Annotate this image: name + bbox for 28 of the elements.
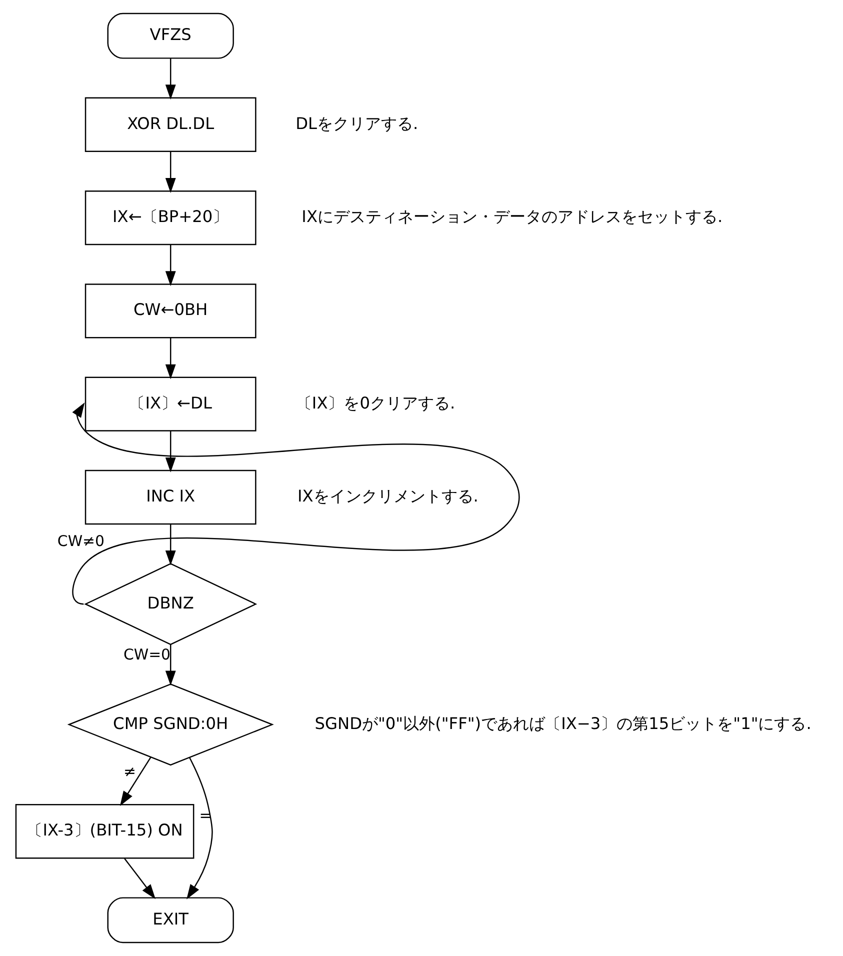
arrow [165, 644, 176, 686]
edge-label: CW=0 [123, 646, 171, 664]
arrow [165, 431, 176, 472]
arrow [165, 524, 176, 566]
node-box: INC IX [84, 470, 256, 525]
node-box: CW←0BH [84, 284, 256, 338]
arrow [72, 402, 520, 605]
node-diamond: DBNZ [84, 563, 258, 646]
node-box: VFZS [107, 12, 234, 59]
node-box: 〔IX〕←DL [84, 376, 256, 432]
arrow [165, 152, 176, 193]
node-box: EXIT [107, 897, 234, 944]
node-label: IXにデスティネーション・データのアドレスをセットする. [302, 207, 723, 226]
arrow [165, 244, 176, 286]
arrow [165, 58, 176, 100]
node-label: 〔IX〕を0クリアする. [296, 393, 456, 412]
node-label: DLをクリアする. [296, 114, 418, 133]
edge-label: CW≠0 [57, 532, 105, 550]
node-box: 〔IX-3〕(BIT-15) ON [15, 804, 194, 859]
node-box: XOR DL.DL [84, 97, 256, 152]
node-label: SGNDが"0"以外("FF")であれば〔IX−3〕の第15ビットを"1"にする. [314, 714, 812, 733]
arrow [165, 338, 176, 380]
node-label: IXをインクリメントする. [297, 486, 478, 506]
arrow [186, 757, 213, 900]
node-box: IX←〔BP+20〕 [84, 190, 256, 246]
arrow [120, 756, 152, 806]
arrow [124, 858, 156, 900]
node-diamond: CMP SGND:0H [67, 684, 274, 766]
